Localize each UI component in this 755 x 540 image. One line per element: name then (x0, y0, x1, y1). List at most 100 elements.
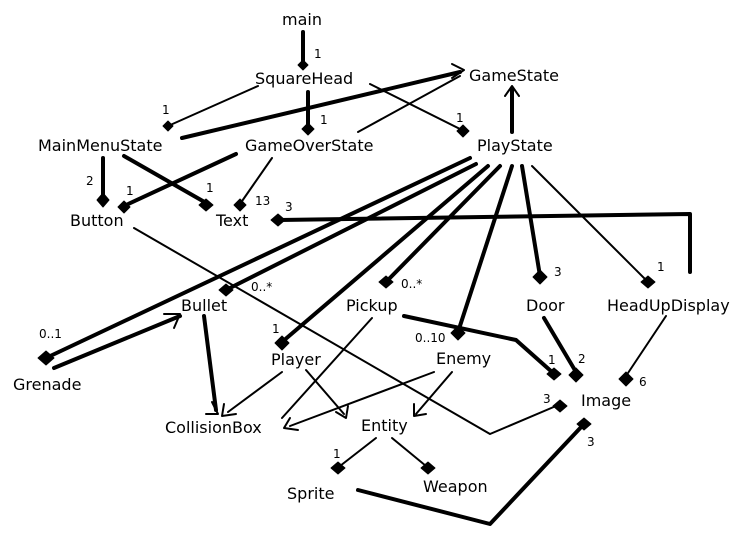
mult-squarehead-mainmenu: 1 (162, 103, 170, 117)
edge-playstate-door (520, 164, 542, 278)
diamond-playstate (456, 124, 470, 138)
edge-gameoverstate-text (239, 157, 273, 205)
edge-bullet-collisionbox (202, 314, 218, 412)
edge-entity-sprite (339, 437, 377, 467)
mult-door-image: 2 (578, 352, 586, 366)
diamond-bullet (218, 283, 234, 297)
class-squarehead: SquareHead (255, 69, 353, 88)
mult-entity-sprite: 1 (333, 447, 341, 461)
edge-gameoverstate-gamestate (357, 75, 461, 133)
edge-playstate-player (280, 164, 490, 344)
edge-player-entity (305, 369, 345, 415)
edge-enemy-entity (415, 371, 453, 415)
edge-playstate-enemy (456, 164, 514, 334)
diamond-weapon (420, 461, 436, 475)
diamond-text-right (270, 213, 286, 227)
mult-sprite-image: 3 (587, 435, 595, 449)
mult-squarehead-gameover: 1 (320, 113, 328, 127)
edge-door-image (542, 316, 578, 374)
edge-headupdisplay-image (625, 315, 667, 377)
mult-mainmenu-text: 1 (206, 181, 214, 195)
diamond-image-sprite (576, 417, 592, 431)
diamond-image-hud (618, 371, 634, 387)
diamond-pickup (378, 275, 394, 289)
diamond-headupdisplay (640, 275, 656, 289)
mult-pickup-image: 1 (548, 353, 556, 367)
mult-playstate-hud: 1 (657, 260, 665, 274)
class-enemy: Enemy (436, 349, 491, 368)
multiplicity-labels: 1 1 1 1 2 1 1 13 3 0..* 0..* 3 1 0..1 1 … (39, 47, 665, 461)
class-grenade: Grenade (13, 375, 81, 394)
class-text: Text (215, 211, 248, 230)
edge-playstate-pickup (384, 164, 502, 284)
arrowhead-collisionbox-right (283, 417, 299, 431)
class-collisionbox: CollisionBox (165, 418, 262, 437)
edge-grenade-bullet (52, 314, 182, 370)
diamond-player (274, 335, 290, 351)
arrowhead-collisionbox-left (205, 401, 219, 415)
class-button: Button (70, 211, 124, 230)
class-player: Player (271, 350, 321, 369)
mult-gameover-button: 1 (126, 184, 134, 198)
edge-playstate-headupdisplay (531, 165, 647, 281)
diamond-gameoverstate (301, 122, 315, 136)
edge-playstate-text (278, 212, 692, 274)
mult-button-image: 3 (543, 392, 551, 406)
class-gamestate: GameState (469, 66, 559, 85)
mult-playstate-enemy: 0..10 (415, 331, 446, 345)
diamond-button-left (96, 192, 110, 208)
mult-playstate-text: 3 (285, 200, 293, 214)
edge-mainmenustate-gamestate (180, 70, 462, 140)
diamond-text-left (198, 198, 214, 212)
class-gameoverstate: GameOverState (245, 136, 373, 155)
diamond-squarehead (297, 59, 309, 71)
class-labels: main SquareHead GameState MainMenuState … (13, 10, 730, 503)
diamond-grenade (37, 350, 55, 366)
class-image: Image (581, 391, 631, 410)
class-mainmenustate: MainMenuState (38, 136, 162, 155)
mult-gameover-text: 13 (255, 194, 270, 208)
diamond-enemy (450, 325, 466, 341)
mult-playstate-pickup: 0..* (401, 277, 422, 291)
arrowhead-gamestate-top (504, 85, 520, 97)
arrowhead-entity-right (413, 403, 427, 417)
edge-sprite-image (356, 422, 586, 526)
diamond-door (532, 269, 548, 285)
diamond-sprite (330, 461, 346, 475)
arrowhead-gamestate (451, 63, 465, 79)
class-headupdisplay: HeadUpDisplay (607, 296, 730, 315)
class-weapon: Weapon (423, 477, 488, 496)
edge-mainmenustate-text (122, 154, 210, 206)
diamond-button-right (117, 200, 131, 214)
edge-playstate-bullet (224, 162, 478, 292)
mult-playstate-grenade: 0..1 (39, 327, 62, 341)
edge-pickup-image (402, 314, 554, 374)
class-playstate: PlayState (477, 136, 553, 155)
edge-gameoverstate-button (122, 152, 238, 208)
mult-hud-image: 6 (639, 375, 647, 389)
mult-playstate-player: 1 (272, 322, 280, 336)
edge-button-image (133, 227, 557, 435)
diamond-image-button (552, 399, 568, 413)
class-main: main (282, 10, 322, 29)
mult-mainmenu-button: 2 (86, 174, 94, 188)
edge-entity-weapon (391, 437, 427, 467)
arrowhead-bullet (163, 313, 181, 329)
edges (44, 30, 692, 526)
class-bullet: Bullet (181, 296, 227, 315)
edge-playstate-grenade (44, 156, 472, 360)
arrowhead-entity-left (335, 405, 349, 419)
mult-playstate-door: 3 (554, 265, 562, 279)
diamond-text-top (233, 198, 247, 212)
mult-main-squarehead: 1 (314, 47, 322, 61)
diamonds (37, 59, 656, 475)
mult-playstate-bullet: 0..* (251, 280, 272, 294)
class-pickup: Pickup (346, 296, 398, 315)
mult-squarehead-playstate: 1 (456, 111, 464, 125)
class-entity: Entity (361, 416, 408, 435)
edge-pickup-collisionbox (281, 317, 373, 419)
class-door: Door (526, 296, 565, 315)
edge-squarehead-mainmenustate (167, 85, 259, 127)
diamond-mainmenustate (162, 120, 174, 132)
